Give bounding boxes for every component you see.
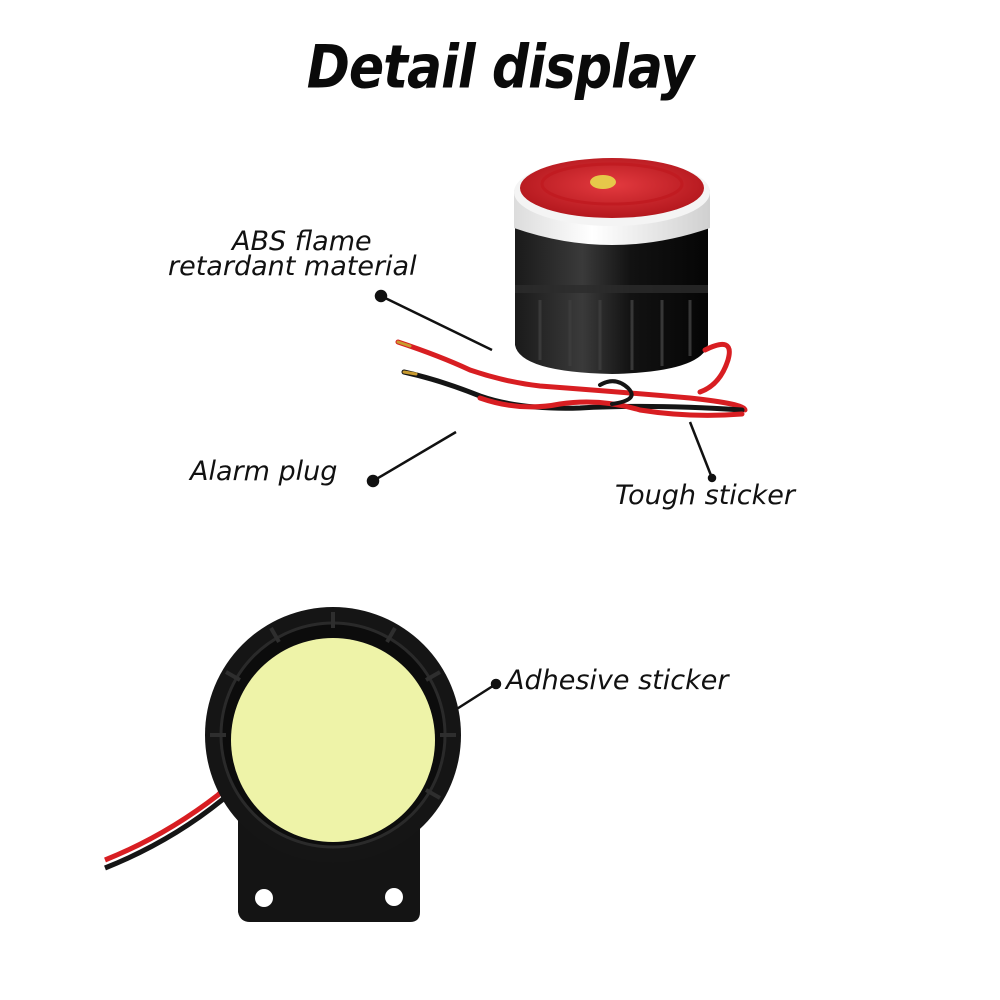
tough-callout-line [688, 421, 714, 479]
mount-hole-left [255, 889, 273, 907]
cap-sticker [590, 175, 616, 189]
siren-wires [395, 339, 748, 418]
back-wire [104, 776, 236, 863]
siren-side-view [514, 158, 710, 374]
mount-hole-right [385, 888, 403, 906]
abs-material-label-line1: ABS flame [232, 226, 372, 257]
tough-sticker-label: Tough sticker [615, 480, 795, 511]
alarm-plug-label: Alarm plug [190, 456, 338, 487]
adhesive-pad [231, 638, 435, 842]
abs-material-label-line2: retardant material [168, 251, 417, 282]
plug-callout-line [372, 430, 457, 483]
abs-callout-line [380, 294, 493, 352]
page-title: Detail display [306, 33, 695, 103]
tough-callout-dot [707, 473, 717, 483]
siren-back-view [104, 607, 461, 922]
siren-red-cap [520, 158, 704, 218]
adhesive-callout-line [451, 682, 497, 714]
callout-lines [366, 289, 717, 714]
adhesive-sticker-label: Adhesive sticker [506, 665, 729, 696]
siren-body [515, 222, 708, 374]
